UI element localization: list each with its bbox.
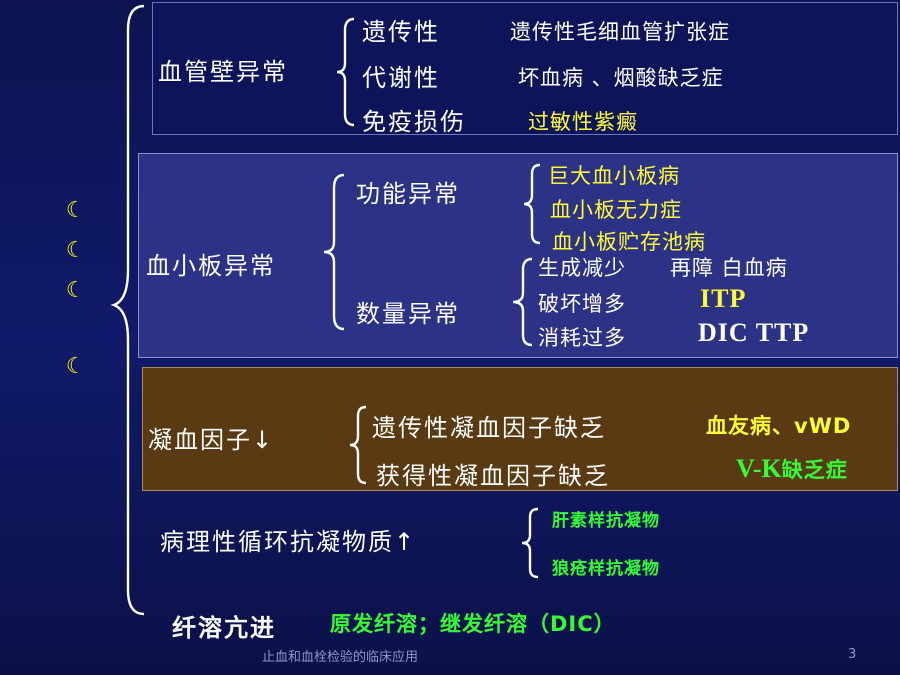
platelet-section <box>138 153 898 358</box>
coag-type-acquired: 获得性凝血因子缺乏 <box>376 462 610 490</box>
vessel-wall-section <box>152 2 898 135</box>
platelet-quantity-label: 数量异常 <box>356 300 460 328</box>
footer-caption: 止血和血栓检验的临床应用 <box>262 650 419 665</box>
garbled-glyph-1: ☾ <box>66 198 80 223</box>
platelet-cause-destroyed: 破坏增多 <box>538 292 626 316</box>
main-brace <box>110 4 145 616</box>
fibrinolysis-title: 纤溶亢进 <box>172 614 276 642</box>
platelet-function-item-2: 血小板无力症 <box>550 198 682 222</box>
coag-title: 凝血因子↓ <box>148 426 275 454</box>
vessel-detail-metabolic: 坏血病 、烟酸缺乏症 <box>518 66 724 90</box>
platelet-examples-decreased: 再障 白血病 <box>670 256 788 280</box>
garbled-glyph-4: ☾ <box>66 354 80 379</box>
vessel-type-metabolic: 代谢性 <box>362 64 440 92</box>
coag-factor-section <box>142 367 898 491</box>
platelet-examples-consumed: DIC TTP <box>698 318 810 347</box>
vessel-title: 血管壁异常 <box>158 58 288 86</box>
coag-disease-acquired-suffix: 缺乏症 <box>781 458 848 482</box>
garbled-glyph-2: ☾ <box>66 238 80 263</box>
anticoag-title: 病理性循环抗凝物质↑ <box>160 528 417 556</box>
platelet-cause-decreased: 生成减少 <box>538 256 626 280</box>
platelet-function-item-3: 血小板贮存池病 <box>552 230 706 254</box>
platelet-examples-destroyed: ITP <box>700 284 747 313</box>
page-number: 3 <box>848 647 857 662</box>
platelet-cause-consumed: 消耗过多 <box>538 326 626 350</box>
vessel-detail-immune: 过敏性紫癜 <box>528 110 638 134</box>
coag-type-hereditary: 遗传性凝血因子缺乏 <box>372 414 606 442</box>
vessel-detail-hereditary: 遗传性毛细血管扩张症 <box>510 20 730 44</box>
platelet-function-item-1: 巨大血小板病 <box>548 164 680 188</box>
platelet-function-label: 功能异常 <box>356 180 460 208</box>
coag-disease-acquired-prefix: V-K <box>736 454 782 483</box>
garbled-glyph-3: ☾ <box>66 278 80 303</box>
vessel-brace <box>336 17 355 127</box>
anticoag-item-heparin: 肝素样抗凝物 <box>552 511 660 531</box>
coag-disease-acquired: V-K缺乏症 <box>736 454 848 484</box>
coag-disease-hereditary: 血友病、vWD <box>706 414 852 438</box>
fibrinolysis-detail: 原发纤溶；继发纤溶（DIC） <box>330 612 616 636</box>
platelet-brace <box>323 173 345 331</box>
platelet-function-brace <box>523 163 541 245</box>
coag-brace <box>349 405 367 485</box>
vessel-type-immune: 免疫损伤 <box>362 108 466 136</box>
vessel-type-hereditary: 遗传性 <box>362 18 440 46</box>
anticoag-item-lupus: 狼疮样抗凝物 <box>552 559 660 579</box>
platelet-quantity-brace <box>512 257 533 347</box>
platelet-title: 血小板异常 <box>146 252 276 280</box>
anticoag-brace <box>521 507 539 579</box>
